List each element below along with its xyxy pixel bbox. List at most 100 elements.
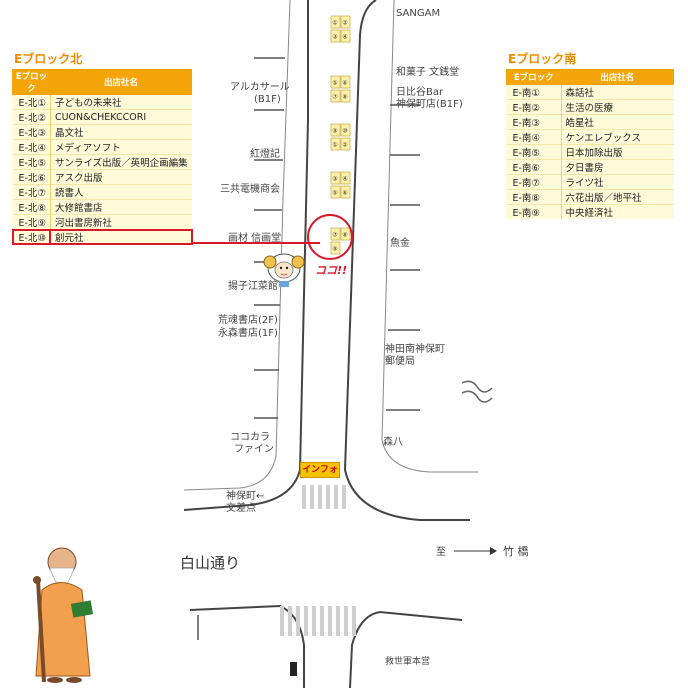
road-west-edge [183,0,309,511]
label-alcasar-1: アルカサール [230,81,290,93]
stall-number: ⑨ [332,128,337,135]
stall-number: ⑧ [342,232,347,239]
highlight-circle [307,214,353,260]
label-post-1: 神田南神保町 [385,342,445,355]
stall-number: ② [342,20,348,27]
stall-box [330,185,341,199]
stall-box [330,227,341,241]
hakusan-road-nw [189,604,305,688]
south-block-code: E-南⑤ [506,144,562,160]
stall-number: ⑤ [332,190,337,197]
south-block-code: E-南⑥ [506,159,562,175]
south-col-shop: 出店社名 [560,69,674,85]
south-shop-name: 中央経済社 [561,204,674,219]
stall-box [330,75,341,89]
info-booth-badge: インフォ [300,462,340,478]
arrow-head-icon [490,547,497,555]
stall-box [330,241,341,255]
road-break-mark-2 [461,390,493,403]
stall-number: ⑤ [332,80,337,87]
north-block-code: E-北⑤ [12,154,51,170]
south-block-code: E-南② [506,99,562,115]
stall-number: ① [332,142,337,149]
label-crossing-2: 交差点 [226,501,256,514]
road-break-mark [461,380,493,393]
stall-box [330,15,341,29]
north-shop-name: メディアソフト [50,139,192,155]
label-takebashi: 竹 橋 [503,544,529,558]
stall-box [340,15,351,29]
crosswalk-south [280,606,356,636]
north-block-code: E-北⑧ [12,199,51,215]
stall-number: ④ [342,34,347,41]
label-arakure-1: 荒魂書店(2F) [218,313,278,326]
north-block-code: E-北② [12,109,51,125]
stall-number: ⑦ [332,232,338,239]
road-west-outer-edge [183,0,291,491]
label-sangam: SANGAM [396,8,440,19]
stall-number: ⑦ [332,94,338,101]
stall-box [330,123,341,137]
label-uokin: 魚金 [390,236,410,249]
north-col-shop: 出店社名 [49,69,193,95]
stall-number: ⑨ [332,246,337,253]
north-shop-name: CUON&CHEKCCORI [50,109,192,125]
stall-box [330,89,341,103]
old-man-character-icon [33,547,94,683]
label-gazai: 画材 信画堂 [228,231,281,244]
hakusan-road-ne [349,610,463,688]
north-shop-name: 晶文社 [50,124,192,140]
stall-box [330,29,341,43]
stall-box [330,171,341,185]
stall-number: ③ [332,34,337,41]
south-block-code: E-南③ [506,114,562,130]
south-col-block: Eブロック [506,69,562,85]
label-crossing-1: 神保町← [226,489,264,502]
stall-box [340,29,351,43]
north-table-title: Eブロック北 [14,52,83,66]
label-kyusei: 救世軍本営 [385,655,430,667]
stall-number: ⑥ [342,80,347,87]
south-shop-name: 森話社 [561,84,674,100]
road-east-edge [343,0,470,521]
label-hibiya-1: 日比谷Bar [396,86,444,98]
stall-box [340,123,351,137]
stall-box [340,137,351,151]
label-wagashi: 和菓子 文銭堂 [396,65,459,78]
north-block-code: E-北⑨ [12,214,51,230]
you-are-here-label: ココ!! [315,264,348,277]
north-shop-name: 大修館書店 [50,199,192,215]
stall-box [340,75,351,89]
stall-box [340,171,351,185]
stall-number: ⑩ [342,128,347,135]
label-cococara-2: ファイン [234,444,274,455]
label-hibiya-2: 神保町店(B1F) [396,97,463,110]
road-east-outer-edge [381,0,478,473]
stall-number: ④ [342,176,347,183]
north-col-block: Eブロック [12,69,51,95]
south-block-code: E-南⑧ [506,189,562,205]
south-shop-name: 日本加除出版 [561,144,674,160]
signal-post [290,662,297,676]
south-block-code: E-南④ [506,129,562,145]
south-shop-name: ライツ社 [561,174,674,190]
south-shop-name: 生活の医療 [561,99,674,115]
stall-box [340,227,351,241]
south-shop-name: 六花出版／地平社 [561,189,674,205]
north-block-code: E-北⑦ [12,184,51,200]
north-shop-name: アスク出版 [50,169,192,185]
